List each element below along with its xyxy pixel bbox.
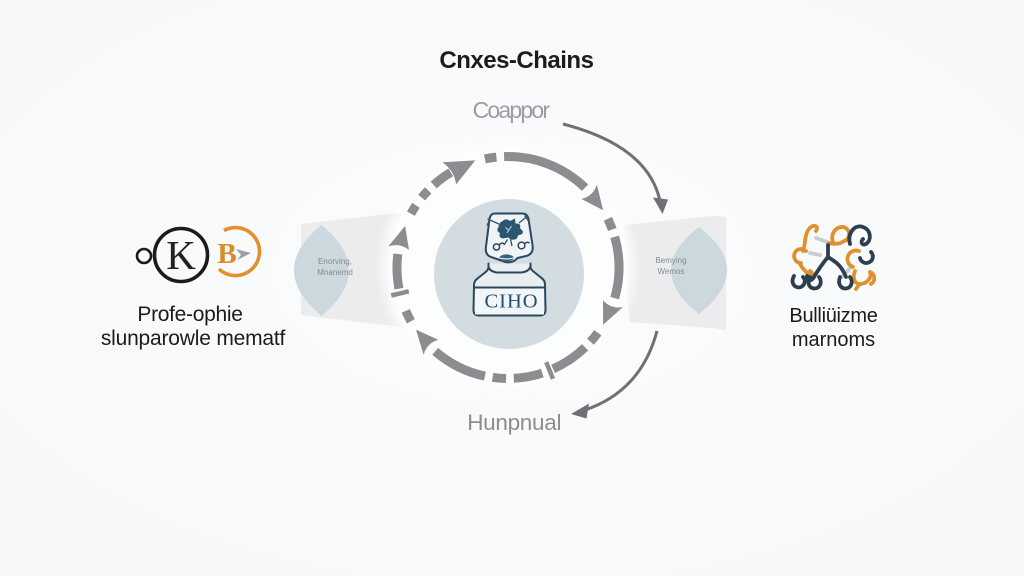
svg-text:Wemos: Wemos <box>658 267 685 276</box>
svg-text:Bemying: Bemying <box>655 256 686 265</box>
svg-text:K: K <box>166 232 196 278</box>
svg-text:Profe-ophie: Profe-ophie <box>137 303 242 326</box>
svg-text:Mnanemd: Mnanemd <box>317 268 353 277</box>
svg-text:slunparowle mematf: slunparowle mematf <box>101 327 286 350</box>
svg-text:Bulliüizme: Bulliüizme <box>789 305 877 327</box>
svg-text:Hunpnual: Hunpnual <box>467 410 561 435</box>
svg-text:marnoms: marnoms <box>792 329 875 351</box>
svg-text:Coappor: Coappor <box>473 97 551 123</box>
svg-text:Enorving,: Enorving, <box>318 257 352 266</box>
svg-text:B: B <box>217 238 236 270</box>
svg-text:Cnxes-Chains: Cnxes-Chains <box>439 47 593 74</box>
svg-text:CIHO: CIHO <box>484 291 538 313</box>
